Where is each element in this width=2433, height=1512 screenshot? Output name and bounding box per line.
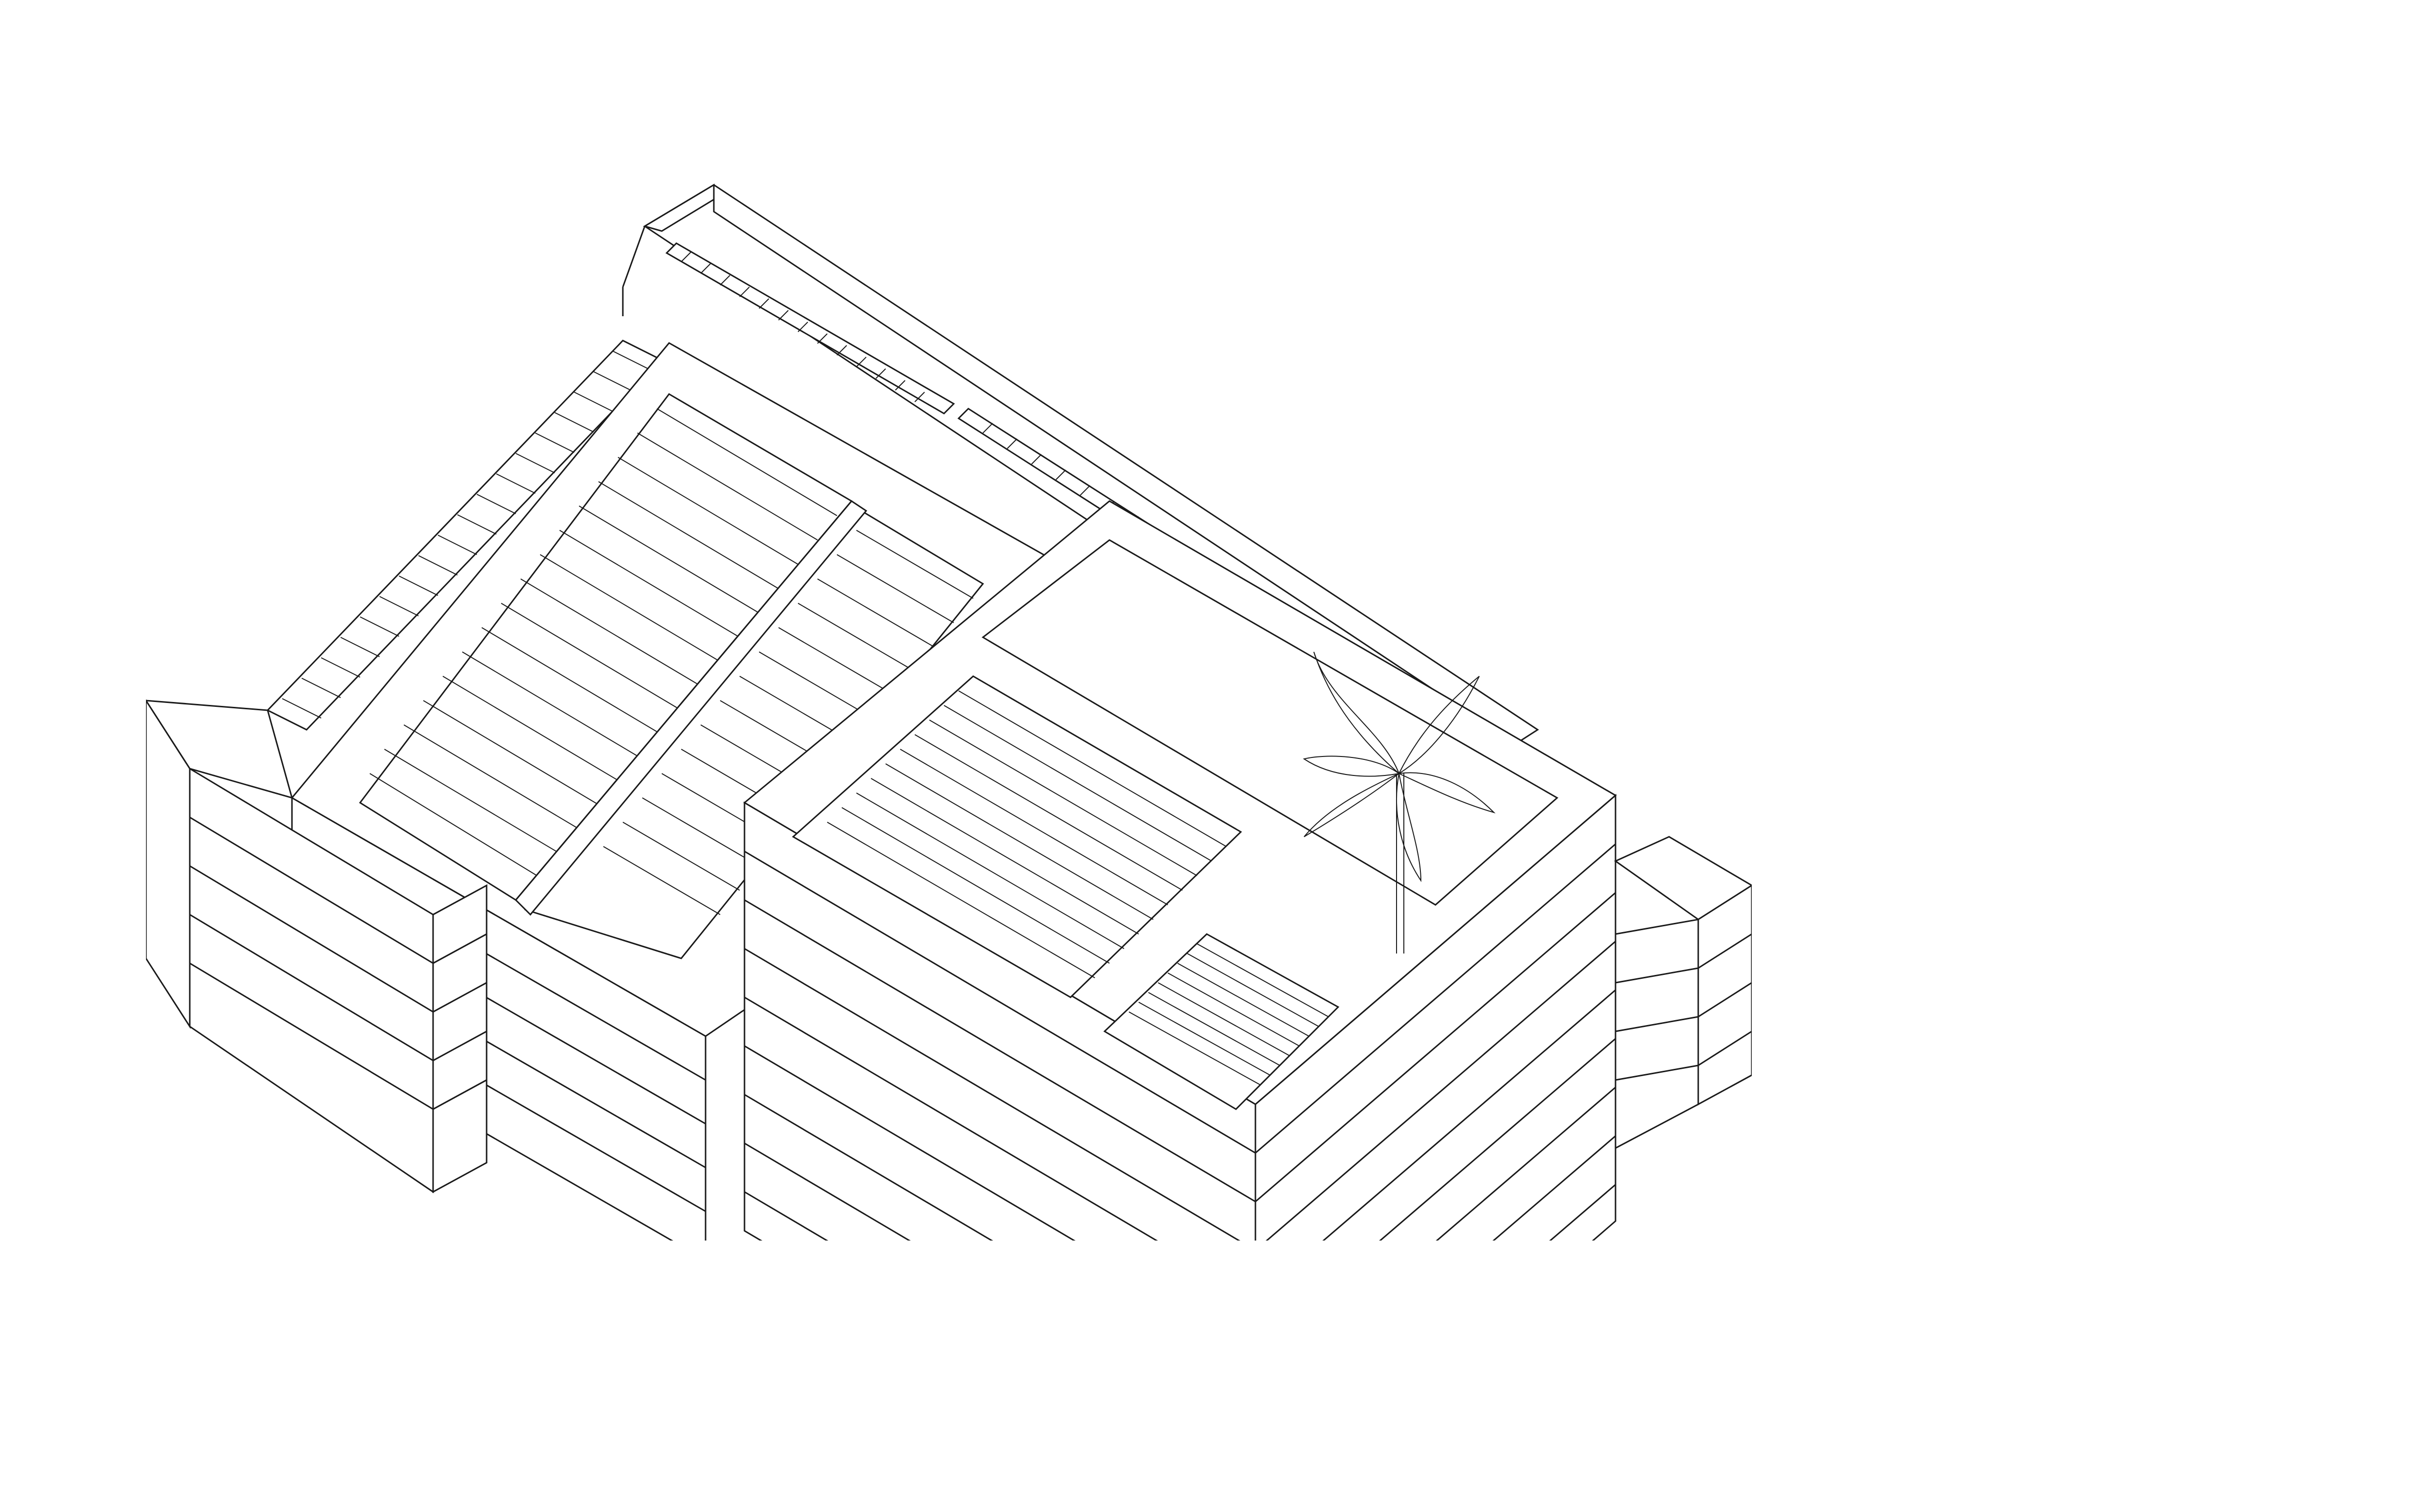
axonometric-svg <box>146 183 1752 1241</box>
right-courtyard-volume <box>743 500 1617 1241</box>
right-garden-wall <box>1614 836 1752 1150</box>
axonometric-house-drawing <box>146 170 1752 1241</box>
banana-palm-tree-icon <box>1303 651 1496 954</box>
main-left-volume <box>291 342 1247 1241</box>
left-diagonal-slat-strip <box>266 340 663 731</box>
left-garden-wall <box>146 699 488 1193</box>
